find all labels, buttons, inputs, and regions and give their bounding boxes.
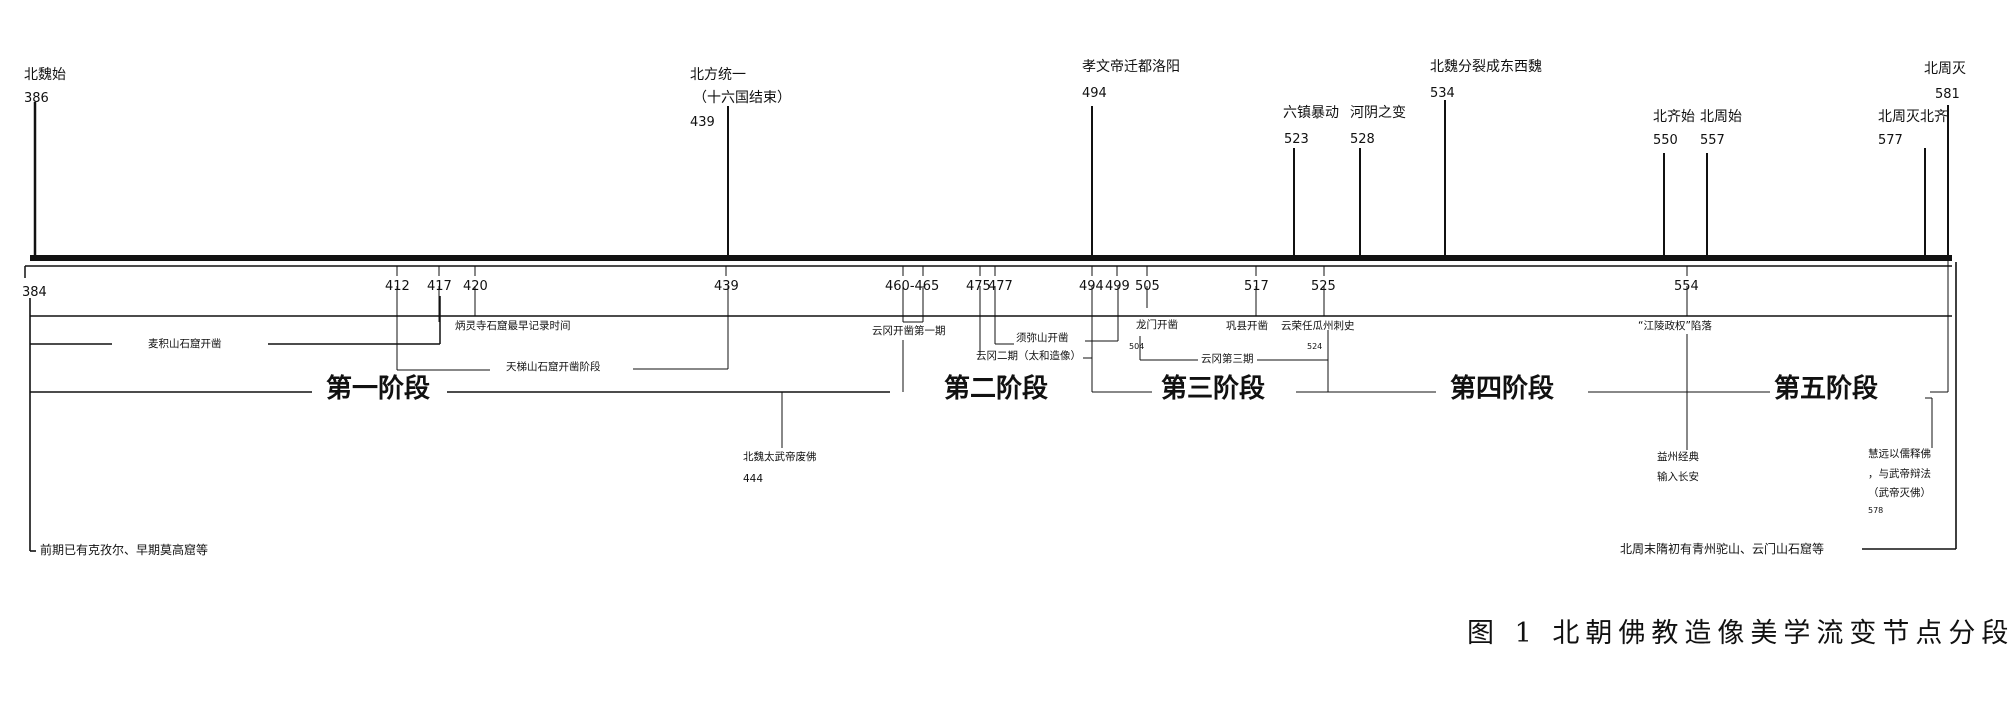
event-beizhou-end-label: 北周灭 [1924,61,1966,77]
event-heyin-label: 河阴之变 [1350,105,1406,121]
tick-494: 494 [1079,279,1104,294]
tick-412: 412 [385,279,410,294]
tick-475: 475 [966,279,991,294]
event-xiaowen-label: 孝文帝迁都洛阳 [1082,59,1180,75]
event-yungang1: 云冈开凿第一期 [872,325,946,337]
event-qianqi: 前期已有克孜尔、早期莫高窟等 [40,543,209,557]
event-zhou-mie-qi-year: 577 [1878,133,1903,148]
event-huiyuan-2: ，与武帝辩法 [1868,468,1931,480]
event-beizhou-start-label: 北周始 [1700,109,1742,125]
event-liuzhen-year: 523 [1284,132,1309,147]
event-beiwei-start-year: 386 [24,91,49,106]
event-liuzhen-label: 六镇暴动 [1283,105,1339,121]
tick-477: 477 [988,279,1013,294]
event-yuanrong: 云荣任瓜州刺史 [1281,320,1355,332]
event-taiwu-year: 444 [743,473,764,485]
event-xiaowen-year: 494 [1082,86,1107,101]
tick-499: 499 [1105,279,1130,294]
event-beizhoumo: 北周末隋初有青州驼山、云门山石窟等 [1620,542,1825,556]
event-yungang3: 云冈第三期 [1198,354,1257,365]
tick-439: 439 [714,279,739,294]
event-yizhou-2: 输入长安 [1657,471,1699,483]
tick-460-465: 460-465 [885,279,940,294]
event-maiji: 麦积山石窟开凿 [148,338,222,350]
event-huiyuan-1: 慧远以儒释佛 [1868,448,1931,460]
stage-4-label: 第四阶段 [1446,376,1559,402]
stage-1-label: 第一阶段 [322,376,435,402]
tick-554: 554 [1674,279,1699,294]
event-yungang2: 云冈二期（太和造像） [976,350,1081,362]
event-huiyuan-year: 578 [1868,506,1884,515]
event-beiqi-year: 550 [1653,133,1678,148]
figure-caption: 图 1 北朝佛教造像美学流变节点分段 [1467,618,2014,649]
event-longmen-year: 504 [1129,342,1145,351]
event-tianti: 天梯山石窟开凿阶段 [506,361,601,373]
event-heyin-year: 528 [1350,132,1375,147]
event-taiwu: 北魏太武帝废佛 [743,451,817,463]
tick-505: 505 [1135,279,1160,294]
event-split-label: 北魏分裂成东西魏 [1430,59,1542,75]
event-xumi: 须弥山开凿 [1016,332,1069,344]
event-yizhou-1: 益州经典 [1657,451,1699,463]
event-north-unify-label: 北方统一 [690,67,746,83]
tick-420: 420 [463,279,488,294]
event-gongxian: 巩县开凿 [1226,320,1268,332]
tick-417: 417 [427,279,452,294]
event-split-year: 534 [1430,86,1455,101]
event-north-unify-sub: （十六国结束） [693,90,791,106]
event-beizhou-end-year: 581 [1935,87,1960,102]
event-jiangling: “江陵政权”陷落 [1638,320,1712,332]
tick-525: 525 [1311,279,1336,294]
event-zhou-mie-qi-label: 北周灭北齐 [1878,109,1948,125]
tick-384: 384 [22,285,47,300]
event-huiyuan-3: （武帝灭佛） [1868,487,1931,499]
event-beizhou-start-year: 557 [1700,133,1725,148]
tick-517: 517 [1244,279,1269,294]
event-bingling: 炳灵寺石窟最早记录时间 [455,320,571,332]
event-yuanrong-year: 524 [1307,342,1323,351]
stage-2-label: 第二阶段 [940,376,1053,402]
event-north-unify-year: 439 [690,115,715,130]
stage-3-label: 第三阶段 [1157,376,1270,402]
event-beiqi-label: 北齐始 [1653,109,1695,125]
stage-5-label: 第五阶段 [1770,376,1883,402]
event-beiwei-start-label: 北魏始 [24,67,66,83]
event-longmen: 龙门开凿 [1136,319,1178,331]
